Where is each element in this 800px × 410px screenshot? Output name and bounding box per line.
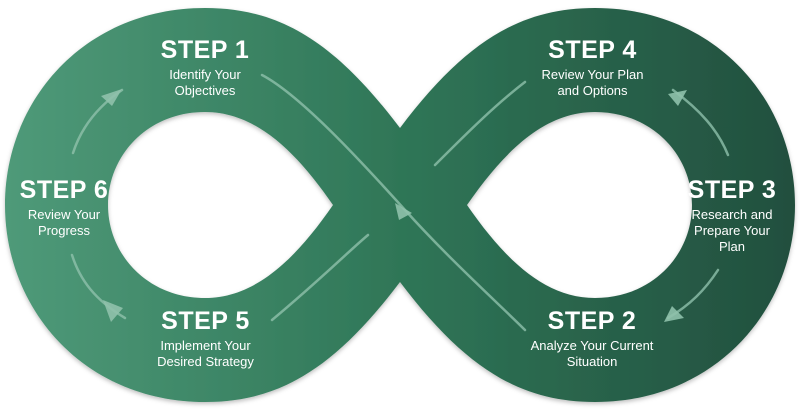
arrowhead-icon <box>101 89 122 106</box>
step-description-line: Review Your <box>27 207 101 222</box>
arrow-path-crossing-up <box>270 233 370 322</box>
step-description-line: Review Your Plan <box>541 67 644 82</box>
arrowhead-icon <box>664 306 684 322</box>
step-6: STEP 6 Review Your Progress <box>8 176 120 239</box>
step-title: STEP 1 <box>160 36 250 64</box>
step-description-line: Objectives <box>174 83 236 98</box>
step-description-line: Progress <box>37 223 91 238</box>
step-1: STEP 1 Identify Your Objectives <box>130 36 280 99</box>
step-title: STEP 3 <box>687 176 777 204</box>
step-title: STEP 6 <box>19 176 109 204</box>
step-description-line: Desired Strategy <box>157 354 254 369</box>
step-description-line: and Options <box>557 83 628 98</box>
step-3: STEP 3 Research and Prepare Your Plan <box>672 176 792 255</box>
step-title: STEP 2 <box>547 307 637 335</box>
step-2: STEP 2 Analyze Your Current Situation <box>512 307 672 370</box>
step-description: Implement Your Desired Strategy <box>128 338 283 370</box>
step-description-line: Plan <box>718 239 746 254</box>
step-title: STEP 4 <box>548 36 637 64</box>
step-5: STEP 5 Implement Your Desired Strategy <box>128 307 283 370</box>
step-description-line: Prepare Your <box>694 223 770 238</box>
step-description-line: Implement Your <box>160 338 251 353</box>
step-description-line: Analyze Your Current <box>530 338 654 353</box>
step-description: Analyze Your Current Situation <box>512 338 672 370</box>
step-description: Identify Your Objectives <box>130 67 280 99</box>
step-description: Research and Prepare Your Plan <box>672 207 792 255</box>
step-description-line: Identify Your <box>169 67 241 82</box>
arrowhead-icon <box>103 300 123 322</box>
arrow-path-crossing-up-2 <box>433 80 527 167</box>
arrowhead-icons <box>101 89 687 322</box>
step-description-line: Situation <box>566 354 618 369</box>
step-description-line: Research and <box>691 207 773 222</box>
step-title: STEP 5 <box>161 307 250 335</box>
step-description: Review Your Progress <box>8 207 120 239</box>
arrowhead-icon <box>395 203 412 220</box>
step-4: STEP 4 Review Your Plan and Options <box>515 36 670 99</box>
arrowhead-icon <box>668 90 687 106</box>
step-description: Review Your Plan and Options <box>515 67 670 99</box>
